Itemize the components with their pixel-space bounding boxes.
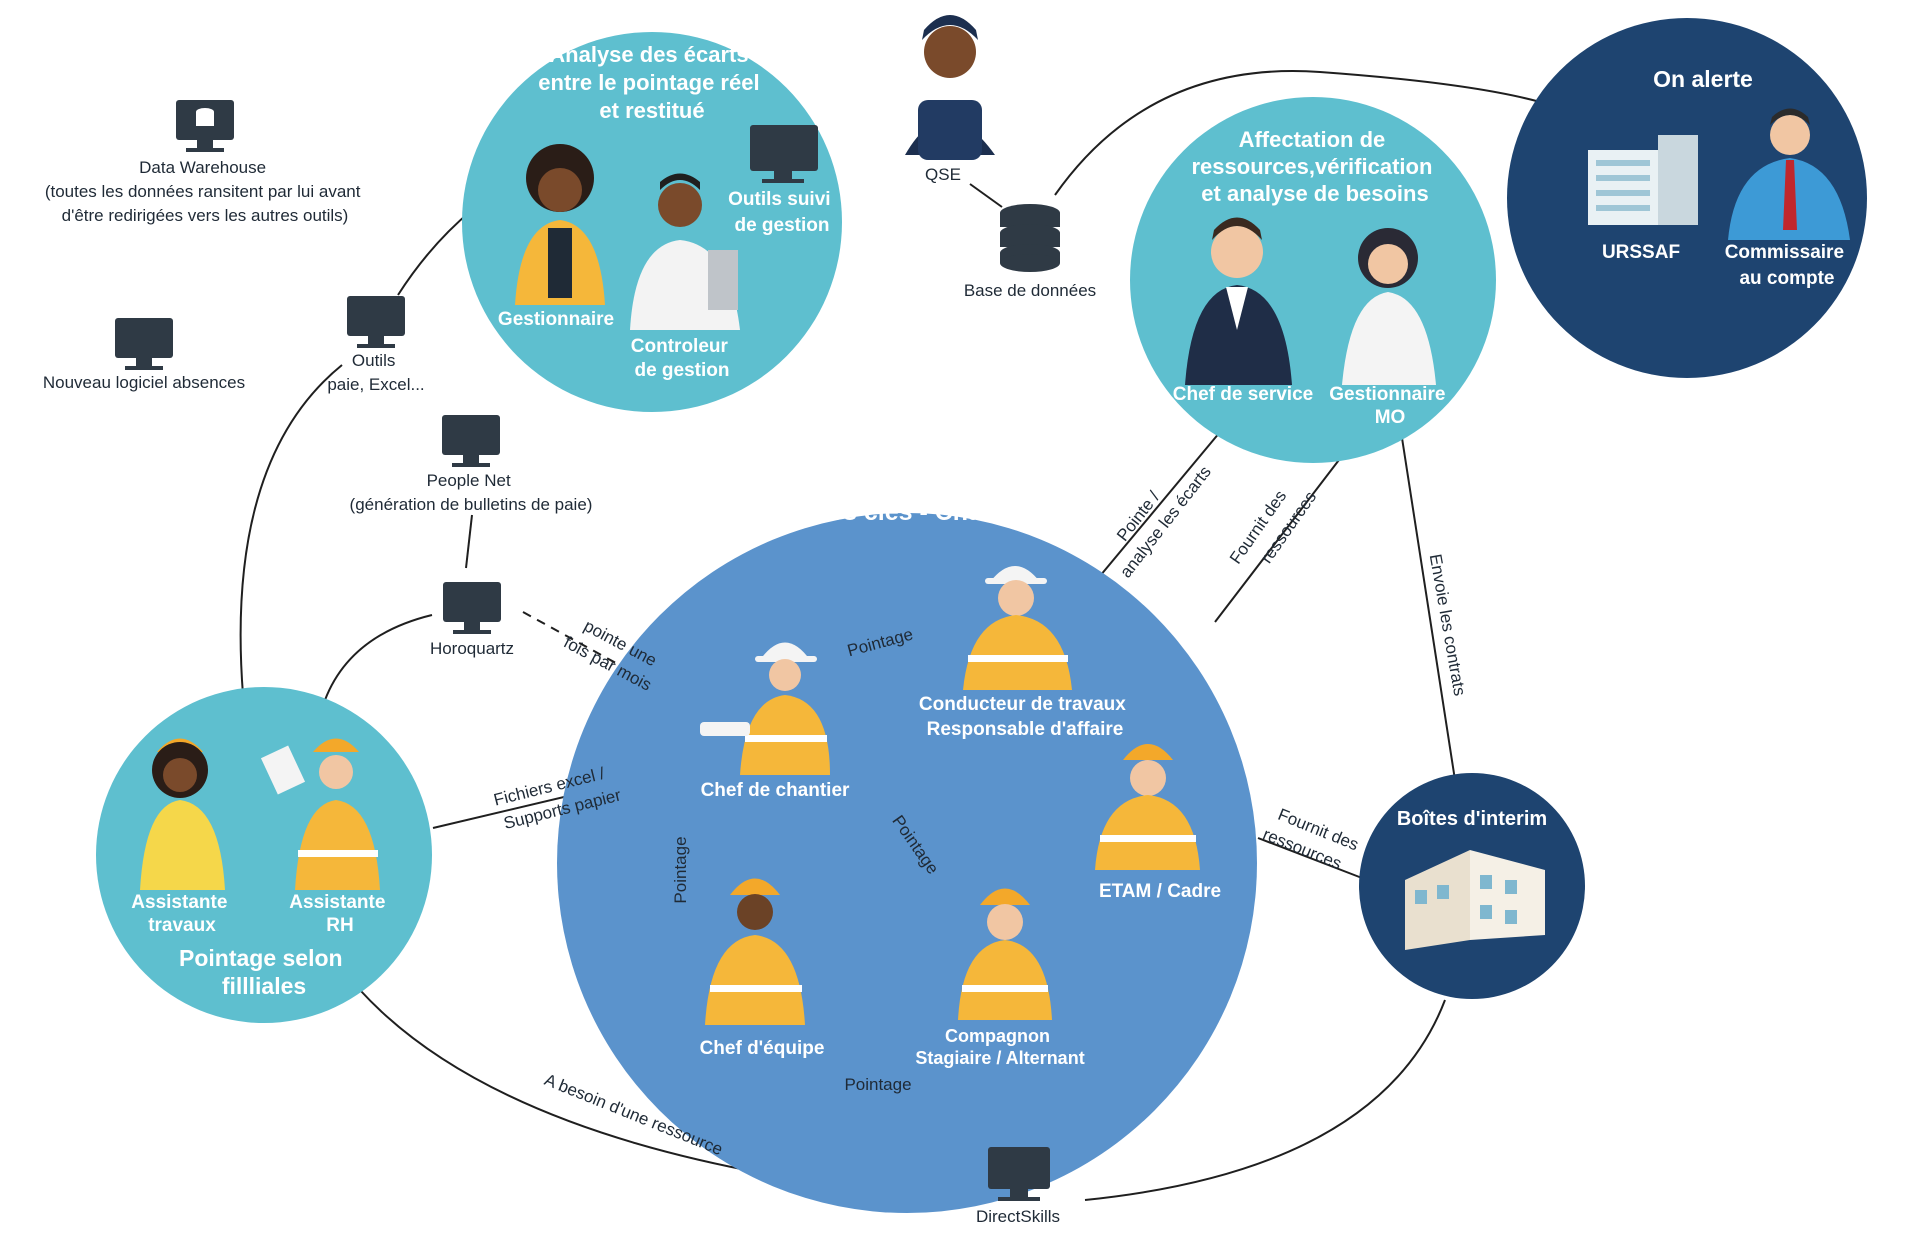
outils-paie-monitor-icon (347, 296, 405, 348)
commissaire-person-icon (1728, 108, 1850, 240)
base-donnees-label: Base de données (964, 281, 1096, 300)
etam-person-icon (1095, 744, 1200, 870)
tool-icons (115, 100, 1060, 1201)
edge-affectation-interim (1399, 424, 1456, 781)
conducteur-person-icon (963, 566, 1072, 690)
chef-service-label: Chef de service (1173, 384, 1313, 405)
compagnon-person-icon (958, 888, 1052, 1020)
people-illustrations (140, 15, 1850, 1025)
pointage-title: Pointage selon fillliales (179, 945, 349, 999)
data-warehouse-label: Data Warehouse (toutes les données ransi… (45, 158, 365, 225)
gestionnaire-mo-label: Gestionnaire MO (1329, 384, 1450, 428)
fournit-ressources-label-right: Fournit des ressources (1260, 802, 1366, 878)
commissaire-label: Commissaire au compte (1725, 242, 1850, 289)
horoquartz-monitor-icon (443, 582, 501, 634)
controleur-label: Controleur de gestion (631, 336, 733, 381)
affectation-title: Affectation de ressources,vérification e… (1191, 127, 1438, 206)
edge-outils-analyse (397, 209, 473, 296)
outils-paie-label: Outils paie, Excel... (327, 351, 424, 394)
alerte-title: On alerte (1653, 66, 1753, 92)
base-donnees-icon (1000, 204, 1060, 272)
edge-outils-pointage (239, 364, 343, 696)
acteurs-title: Acteurs clés - Chantier (764, 498, 1037, 526)
gestionnaire-label: Gestionnaire (498, 309, 614, 330)
assistante-travaux-person-icon (140, 738, 225, 890)
urssaf-label: URSSAF (1602, 242, 1680, 263)
edge-base-alerte (1054, 70, 1566, 196)
pointage-label-equipe: Pointage (671, 836, 690, 903)
edge-horoquartz-pointage (324, 614, 433, 701)
directskills-monitor-icon (988, 1147, 1050, 1201)
edge-acteurs-interim (1257, 837, 1363, 879)
edge-horoquartz-chef (522, 611, 706, 713)
outils-suivi-monitor-icon (750, 125, 818, 183)
people-net-monitor-icon (442, 415, 500, 467)
interim-building-icon (1405, 850, 1545, 950)
chef-service-person-icon (1185, 217, 1292, 385)
analyse-circle (462, 32, 842, 412)
chef-equipe-person-icon (705, 878, 805, 1025)
pointe-analyse-label: Pointe / analyse les écarts (1096, 447, 1214, 581)
chef-chantier-person-icon (700, 642, 830, 775)
outils-suivi-label: Outils suivi de gestion (728, 189, 836, 236)
edge-peoplenet-horoquartz (465, 514, 473, 569)
edge-directskills-interim (1084, 999, 1446, 1201)
horoquartz-label: Horoquartz (430, 639, 514, 658)
urssaf-building-icon (1588, 135, 1698, 225)
people-net-label: People Net (génération de bulletins de p… (350, 471, 593, 514)
qse-label: QSE (925, 165, 961, 184)
chef-equipe-label: Chef d'équipe (700, 1038, 825, 1059)
nouveau-logiciel-label: Nouveau logiciel absences (43, 373, 245, 392)
gestionnaire-mo-person-icon (1342, 228, 1436, 385)
envoie-contrats-label: Envoie les contrats (1426, 553, 1470, 698)
nouveau-logiciel-monitor-icon (115, 318, 173, 370)
compagnon-label: Compagnon Stagiaire / Alternant (915, 1026, 1084, 1068)
data-warehouse-monitor-icon (176, 100, 234, 152)
etam-label: ETAM / Cadre (1099, 881, 1221, 902)
chef-chantier-label: Chef de chantier (701, 780, 850, 801)
edge-qse-base (969, 183, 1003, 208)
assistante-travaux-label: Assistante travaux (131, 892, 232, 936)
gestionnaire-person-icon (515, 144, 605, 305)
analyse-title: Analyse des écarts entre le pointage rée… (538, 42, 765, 123)
fournit-ressources-label-top: Fournit des ressources (1226, 473, 1320, 581)
interim-title: Boîtes d'interim (1397, 808, 1547, 830)
assistante-rh-person-icon (260, 738, 380, 890)
conducteur-label: Conducteur de travaux Responsable d'affa… (919, 694, 1131, 740)
qse-person-icon (905, 15, 995, 160)
directskills-label: DirectSkills (976, 1207, 1060, 1226)
pointage-label-bottom: Pointage (844, 1075, 911, 1094)
controleur-person-icon (630, 173, 740, 330)
assistante-rh-label: Assistante RH (289, 892, 390, 936)
acteurs-circle (557, 513, 1257, 1213)
